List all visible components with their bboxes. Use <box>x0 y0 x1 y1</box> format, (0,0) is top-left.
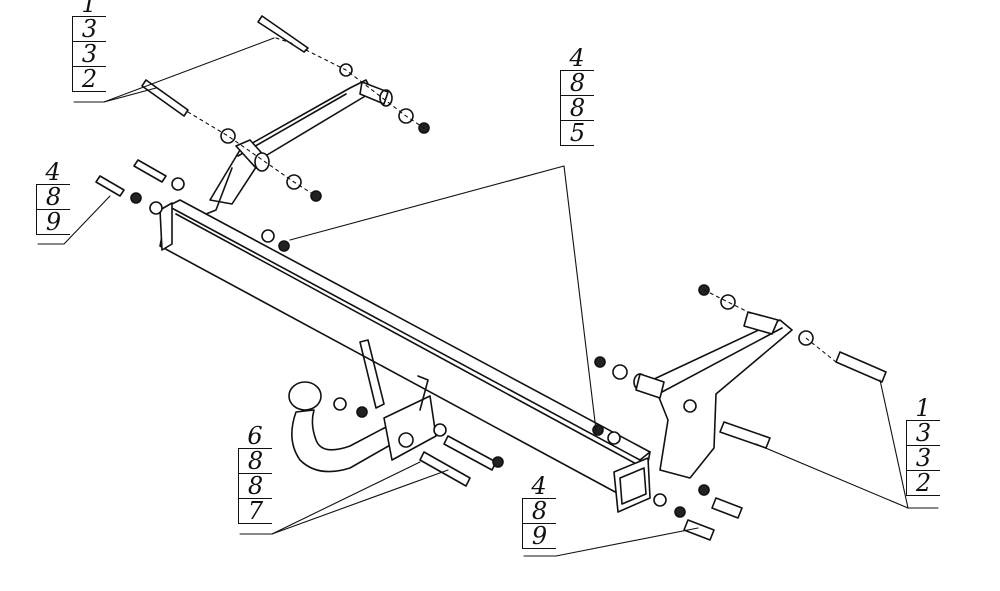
left-fasteners <box>95 15 430 252</box>
callout-bottom-left-value: 6 <box>238 424 272 449</box>
callout-top-left: 1 3 3 2 <box>72 0 106 92</box>
callout-bottom-center: 4 8 9 <box>522 474 556 549</box>
left-bracket <box>205 79 393 215</box>
callout-right-value: 3 <box>906 421 940 446</box>
crossbar-tube <box>159 199 651 513</box>
callout-center-top-value: 8 <box>560 71 594 96</box>
right-fasteners <box>333 284 887 541</box>
callout-right: 1 3 3 2 <box>906 396 940 496</box>
callout-bottom-left-value: 8 <box>238 449 272 474</box>
callout-center-top: 4 8 8 5 <box>560 46 594 146</box>
leader-lines <box>37 37 939 557</box>
callout-right-value: 1 <box>906 396 940 421</box>
callout-bottom-center-value: 9 <box>522 524 556 549</box>
callout-right-value: 2 <box>906 471 940 496</box>
callout-left-value: 9 <box>36 210 70 235</box>
callout-bottom-left: 6 8 8 7 <box>238 424 272 524</box>
callout-left-value: 4 <box>36 160 70 185</box>
tow-ball-assembly <box>288 339 437 473</box>
callout-bottom-center-value: 4 <box>522 474 556 499</box>
callout-bottom-left-value: 7 <box>238 499 272 524</box>
callout-left-value: 8 <box>36 185 70 210</box>
callout-center-top-value: 4 <box>560 46 594 71</box>
callout-top-left-value: 1 <box>72 0 106 17</box>
callout-top-left-value: 2 <box>72 67 106 92</box>
callout-left: 4 8 9 <box>36 160 70 235</box>
callout-center-top-value: 8 <box>560 96 594 121</box>
right-bracket <box>633 311 793 479</box>
callout-bottom-left-value: 8 <box>238 474 272 499</box>
callout-top-left-value: 3 <box>72 17 106 42</box>
callout-right-value: 3 <box>906 446 940 471</box>
callout-center-top-value: 5 <box>560 121 594 146</box>
callout-bottom-center-value: 8 <box>522 499 556 524</box>
callout-top-left-value: 3 <box>72 42 106 67</box>
